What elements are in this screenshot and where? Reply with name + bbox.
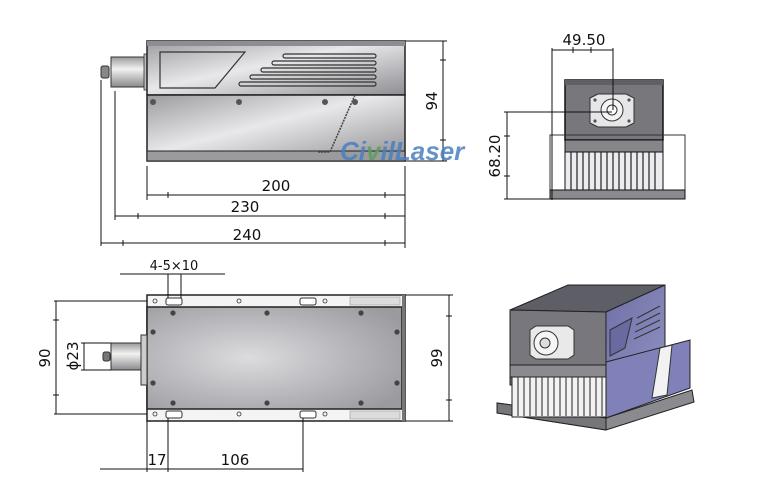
dim-106: 106: [221, 451, 250, 469]
fin-lines: [570, 152, 656, 190]
dim-49-50: 49.50: [563, 31, 606, 49]
civillaser-watermark: CivilLaser: [340, 136, 466, 166]
dim-99: 99: [428, 348, 446, 367]
side-view: 94 200 230 240: [100, 40, 447, 248]
top-connector-cylinder: [110, 342, 142, 371]
base-plate: [146, 94, 406, 162]
isometric-view: [496, 284, 695, 431]
dim-94: 94: [423, 91, 441, 110]
dim-90: 90: [36, 348, 54, 367]
dim-200: 200: [262, 177, 291, 195]
connector-cylinder: [110, 56, 146, 88]
iso-heatsink: [511, 376, 607, 418]
dim-230: 230: [231, 198, 260, 216]
dim-slot: 4-5×10: [150, 259, 199, 274]
heatsink-fins: [564, 151, 664, 193]
svg-text:CivilLaser: CivilLaser: [340, 136, 466, 166]
vent-slots: [238, 53, 377, 87]
side-window: [159, 51, 247, 89]
dim-17: 17: [147, 451, 166, 469]
top-plate: [146, 306, 403, 410]
top-view: 4-5×10 90 ϕ23 99 17 106: [36, 259, 453, 472]
connector-knob: [100, 65, 110, 79]
mounting-slots: [165, 297, 317, 419]
dim-68-20: 68.20: [486, 135, 504, 178]
screws: [150, 99, 358, 105]
dim-240: 240: [233, 226, 262, 244]
dim-phi-23: ϕ23: [64, 342, 82, 371]
top-screws: [150, 310, 400, 406]
front-view: 49.50 68.20: [486, 31, 686, 200]
